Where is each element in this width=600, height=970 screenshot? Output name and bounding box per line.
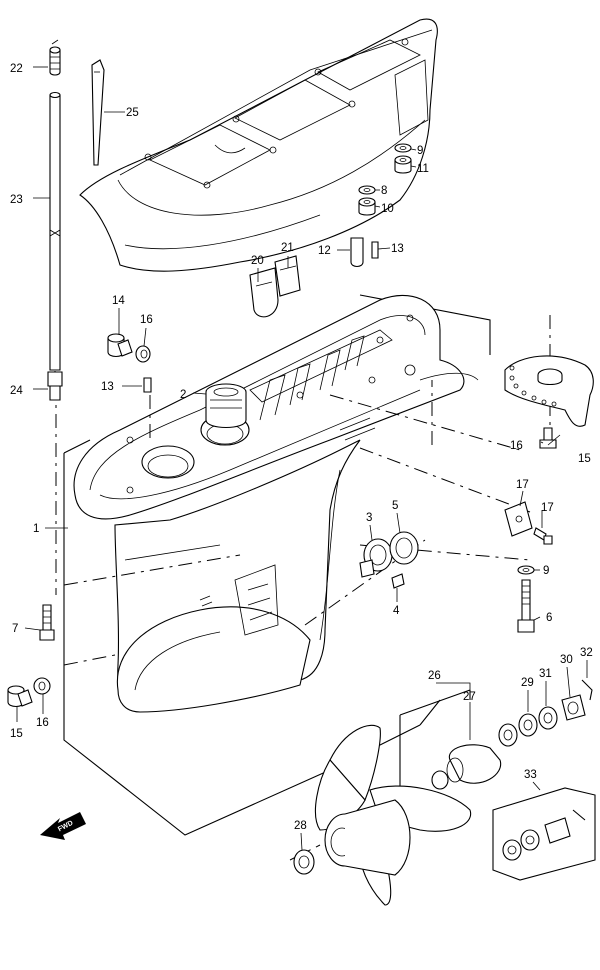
callout-11: 11: [417, 163, 429, 175]
part-18-anode: [504, 501, 533, 537]
leader-lines: [16, 66, 588, 851]
part-16-plug-top: [107, 333, 133, 358]
part-23-water-tube: [49, 91, 61, 371]
callout-12: 12: [318, 245, 331, 257]
part-11-nut-top: [394, 155, 412, 174]
callout-28: 28: [294, 820, 307, 832]
callout-18: 17: [516, 479, 529, 491]
callout-33: 33: [524, 769, 537, 781]
callout-3: 3: [366, 512, 372, 524]
part-31-washer: [538, 706, 558, 730]
callout-27: 27: [463, 691, 476, 703]
callout-14: 15: [578, 453, 591, 465]
part-10-nut: [358, 197, 376, 216]
callout-21: 21: [281, 242, 294, 254]
part-20-clip: [249, 267, 279, 318]
part-17-gasket-low: [33, 677, 51, 695]
callout-7: 7: [12, 623, 18, 635]
part-33-kit: [492, 787, 596, 881]
part-9-washer-mid: [517, 565, 535, 575]
part-19-bolt: [533, 527, 553, 545]
part-22-grommet: [49, 39, 61, 76]
part-5-seal: [389, 531, 419, 565]
callout-4: 4: [393, 605, 400, 617]
part-12-seal: [350, 237, 364, 268]
part-7-bolt: [39, 604, 55, 641]
part-14-trim-tab: [504, 355, 594, 427]
part-30-nut: [561, 694, 586, 721]
callout-5: 5: [392, 500, 398, 512]
gear-case-main-part: [63, 294, 491, 836]
part-13-pin-mid: [143, 377, 152, 393]
callout-23: 23: [10, 194, 23, 206]
callout-13-mid: 13: [101, 381, 114, 393]
callout-24: 24: [10, 385, 23, 397]
forward-arrow-icon: FWD: [40, 812, 86, 840]
part-4-key: [391, 573, 405, 589]
callout-9-mid: 9: [543, 565, 549, 577]
part-17-gasket-top: [135, 345, 151, 363]
callout-2: 2: [180, 389, 186, 401]
callout-1: 1: [33, 523, 39, 535]
upper-housing-part: [79, 18, 438, 272]
callout-17-top: 16: [140, 314, 153, 326]
part-6-bolt: [517, 579, 535, 633]
callout-15: 16: [510, 440, 523, 452]
part-13-pin-top: [371, 241, 379, 259]
callout-13-top: 13: [391, 243, 404, 255]
callout-16-top: 14: [112, 295, 125, 307]
part-9-washer-top: [394, 143, 412, 153]
callout-16-low: 15: [10, 728, 23, 740]
callout-9-top: 9: [417, 145, 423, 157]
part-26-washer: [498, 723, 518, 747]
propeller-part: [314, 724, 472, 906]
callout-6: 6: [546, 612, 552, 624]
assembly-centerlines: [54, 110, 551, 861]
callout-25: 25: [126, 107, 139, 119]
callout-19: 17: [541, 502, 554, 514]
part-3-bearing: [359, 538, 393, 578]
callout-labels: 22 23 24 25 9 11 8 10 12 13 21 20 14 16 …: [10, 63, 593, 832]
callout-30: 30: [560, 654, 573, 666]
callout-17-low: 16: [36, 717, 49, 729]
part-29-washer: [518, 713, 538, 737]
callout-32: 32: [580, 647, 593, 659]
part-21-clip: [274, 255, 301, 297]
driveshaft-bushing: [205, 383, 247, 429]
part-32-cotter-pin: [581, 679, 593, 701]
part-27-bush: [431, 744, 502, 790]
callout-22: 22: [10, 63, 23, 75]
part-25-cable-tie: [91, 59, 105, 166]
callout-10: 10: [381, 203, 394, 215]
callout-20: 20: [251, 255, 264, 267]
part-28-spacer: [293, 849, 315, 875]
callout-29: 29: [521, 677, 534, 689]
part-16-plug-low: [7, 685, 33, 708]
callout-31: 31: [539, 668, 552, 680]
part-8-washer: [358, 185, 376, 195]
callout-8: 8: [381, 185, 387, 197]
callout-26: 26: [428, 670, 441, 682]
part-24-fitting: [47, 371, 63, 401]
